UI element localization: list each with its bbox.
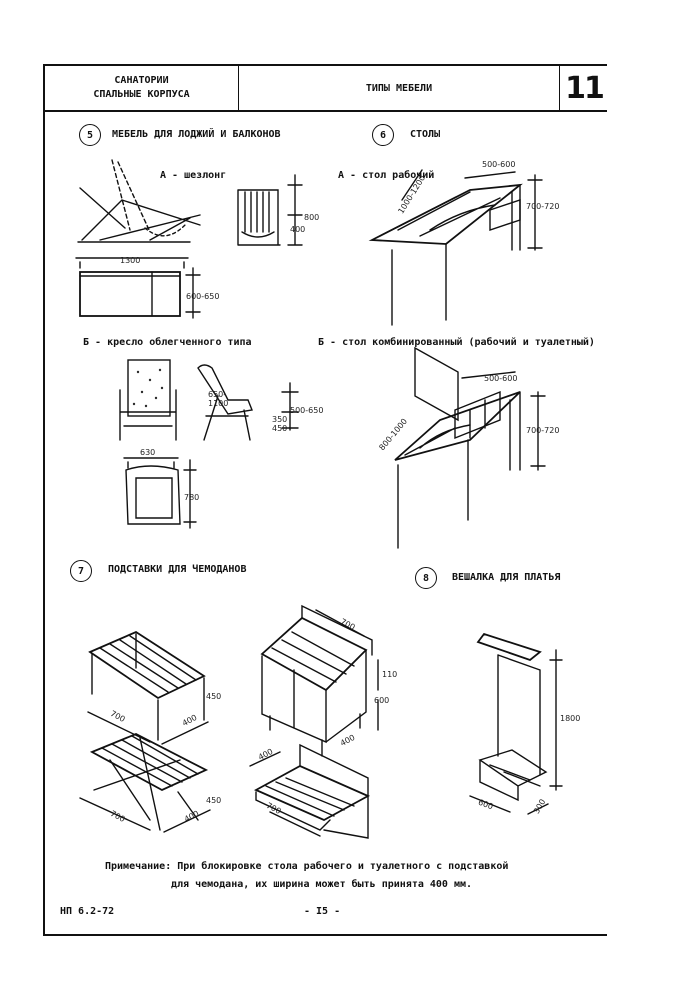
section-5-number: 5 <box>79 124 101 146</box>
title-block-org: САНАТОРИИ СПАЛЬНЫЕ КОРПУСА <box>45 66 239 110</box>
section-7-number: 7 <box>70 560 92 582</box>
armchair-side-view <box>197 364 299 441</box>
sheet-number: 11 <box>565 70 605 106</box>
section-5-title: МЕБЕЛЬ ДЛЯ ЛОДЖИЙ И БАЛКОНОВ <box>112 129 281 140</box>
note-line-2: для чемодана, их ширина может быть приня… <box>171 879 473 890</box>
dim-6b-500-600: 500-600 <box>484 374 518 383</box>
armchair-front-view <box>119 359 177 441</box>
clothes-hanger-view <box>469 632 563 815</box>
dim-6a-500-600: 500-600 <box>482 160 516 169</box>
dim-5a-400: 400 <box>290 225 306 234</box>
luggage-rack-folding-view <box>79 733 211 833</box>
dim-5b-350: 350 <box>272 415 288 424</box>
dim-5a-800: 800 <box>304 213 320 222</box>
dim-5b-500-650: 500-650 <box>290 406 324 415</box>
item-5b-label: Б - кресло облегченного типа <box>83 337 252 348</box>
item-6a-label: А - стол рабочий <box>338 170 435 181</box>
dim-5b-450: 450 <box>272 424 288 433</box>
armchair-plan-view <box>123 457 197 529</box>
deckchair-front-view <box>237 174 303 246</box>
item-6b-label: Б - стол комбинированный (рабочий и туал… <box>318 337 595 348</box>
title-block: САНАТОРИИ СПАЛЬНЫЕ КОРПУСА ТИПЫ МЕБЕЛИ 1… <box>45 66 607 112</box>
dim-5b-650-1100: 650-1100 <box>208 390 229 408</box>
luggage-rack-table-view <box>87 630 209 745</box>
luggage-drawer-view <box>249 743 371 839</box>
dim-7-450-b: 450 <box>206 796 222 805</box>
note-line-1: Примечание: При блокировке стола рабочег… <box>105 861 509 872</box>
dim-5b-630: 630 <box>140 448 156 457</box>
item-5a-label: А - шезлонг <box>160 170 227 181</box>
section-7-title: ПОДСТАВКИ ДЛЯ ЧЕМОДАНОВ <box>108 564 247 575</box>
org-line-1: САНАТОРИИ <box>114 75 169 86</box>
drawing-sheet: САНАТОРИИ СПАЛЬНЫЕ КОРПУСА ТИПЫ МЕБЕЛИ 1… <box>43 64 607 936</box>
title-block-title: ТИПЫ МЕБЕЛИ <box>239 66 560 110</box>
dim-5a-600-650: 600-650 <box>186 292 220 301</box>
section-8-title: ВЕШАЛКА ДЛЯ ПЛАТЬЯ <box>452 572 561 583</box>
dim-6b-700-720: 700-720 <box>526 426 560 435</box>
dim-6a-700-720: 700-720 <box>526 202 560 211</box>
work-desk-view <box>368 169 543 326</box>
dim-8-1800: 1800 <box>560 714 581 723</box>
org-line-2: СПАЛЬНЫЕ КОРПУСА <box>93 89 190 100</box>
section-6-number: 6 <box>372 124 394 146</box>
page-number: - I5 - <box>304 906 341 917</box>
deckchair-plan-view <box>75 257 201 319</box>
document-code: НП 6.2-72 <box>60 906 115 917</box>
section-6-title: СТОЛЫ <box>410 129 441 140</box>
note-block: Примечание: При блокировке стола рабочег… <box>105 858 508 894</box>
dim-7-450-a: 450 <box>206 692 222 701</box>
deckchair-side-view <box>77 159 201 243</box>
dim-5b-780: 780 <box>184 493 200 502</box>
dim-5a-1300: 1300 <box>120 256 141 265</box>
dim-7-110: 110 <box>382 670 398 679</box>
luggage-cabinet-view <box>260 604 379 757</box>
combined-desk-view <box>394 346 546 549</box>
dim-7-600: 600 <box>374 696 390 705</box>
section-8-number: 8 <box>415 567 437 589</box>
